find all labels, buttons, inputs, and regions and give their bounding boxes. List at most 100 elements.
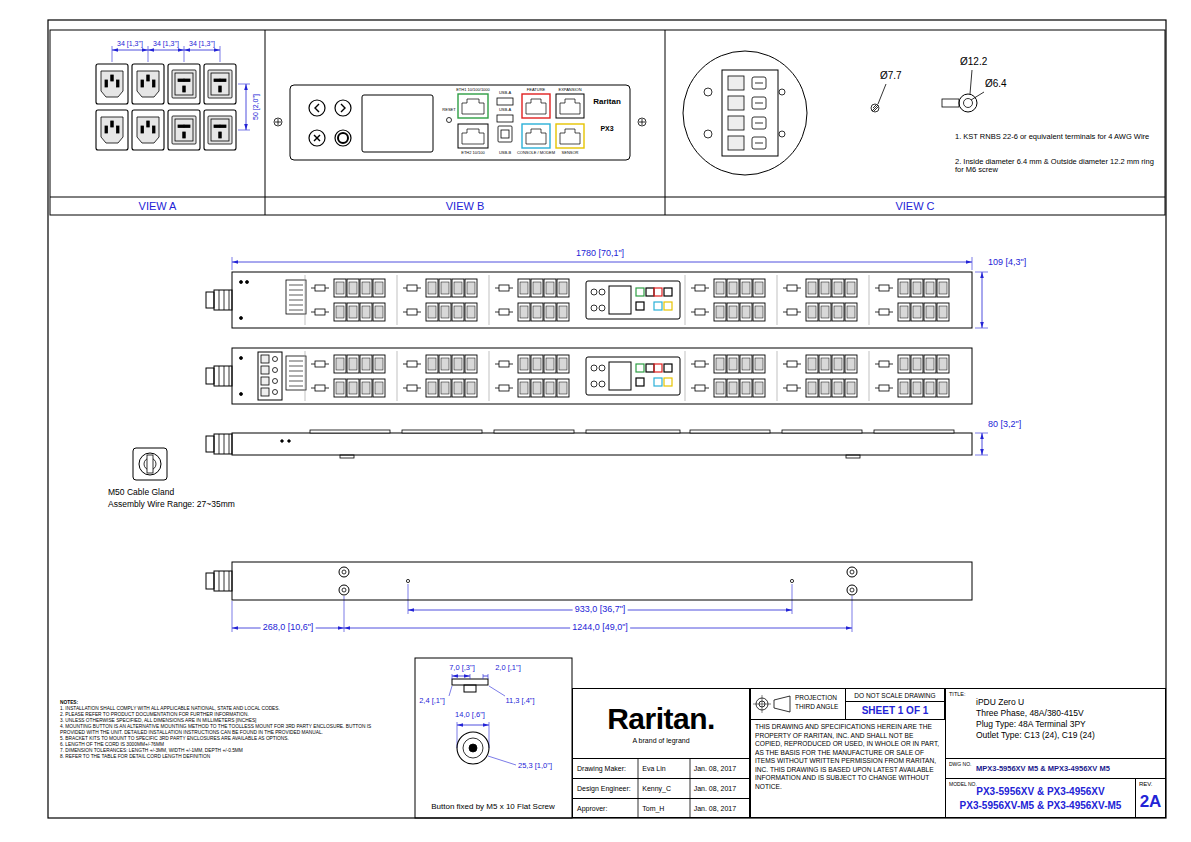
pdu-front-view: [219, 290, 220, 310]
pdu-front-view: [591, 289, 597, 295]
pdu-side-view: [782, 430, 862, 433]
pdu-front-view: [334, 303, 346, 321]
pdu-front-view: [727, 303, 739, 321]
terminal-detail: [959, 94, 977, 112]
pdu-front-view: [911, 279, 923, 297]
pdu-front-view: [334, 279, 346, 297]
pdu-front-view: [591, 305, 597, 311]
outlet-view: [178, 48, 184, 52]
outlet-view: [141, 80, 144, 87]
outlet-view: [220, 79, 226, 82]
dimension-label: Ø12.2: [960, 56, 987, 67]
control-panel: [335, 130, 351, 146]
pdu-front-view: [441, 306, 449, 318]
pdu-front-view: [347, 279, 359, 297]
dimension-label: 11,3 [,4"]: [505, 697, 534, 705]
dimension: [980, 272, 984, 278]
pdu-front-view: [808, 282, 816, 294]
pdu-front-view: [495, 388, 499, 389]
pdu-front-view: [664, 302, 672, 310]
pdu-front-view: [315, 385, 325, 391]
outlet-view: [204, 64, 236, 104]
pdu-front-view: [441, 282, 449, 294]
dimension: [344, 626, 350, 630]
pdu-front-view: [847, 382, 855, 394]
pdu-front-view: [924, 355, 936, 373]
pdu-front-view: [325, 364, 329, 365]
revision-cell: REV.2A: [1135, 778, 1166, 818]
pdu-front-view: [289, 289, 303, 290]
pdu-front-view: [806, 355, 818, 373]
dimension-label: 1244,0 [49,0"]: [570, 623, 630, 633]
pdu-front-view: [520, 382, 528, 394]
pdu-bottom-view: [206, 573, 214, 589]
pdu-side-view: [219, 434, 220, 454]
outlet-view: [96, 110, 128, 150]
pdu-front-view: [695, 361, 705, 367]
pdu-front-view: [397, 351, 398, 401]
pdu-front-view: [787, 361, 797, 367]
drawing-frame: [50, 197, 1165, 198]
pdu-front-view: [797, 364, 801, 365]
outlet-view: [111, 121, 114, 127]
pdu-front-view: [325, 388, 329, 389]
pdu-front-view: [499, 309, 509, 315]
pdu-front-view: [557, 379, 569, 397]
part-label: M50 Cable Gland: [108, 488, 174, 497]
approval-cell: Jan. 08, 2017: [690, 805, 749, 812]
pdu-front-view: [375, 306, 383, 318]
pdu-front-view: [691, 312, 695, 313]
pdu-front-view: [544, 355, 556, 373]
pdu-front-view: [273, 368, 278, 373]
pdu-front-view: [664, 378, 672, 386]
port-label: USB-B: [499, 151, 511, 155]
approval-cell: Tom_H: [638, 805, 689, 812]
pdu-front-view: [347, 303, 359, 321]
pdu-front-view: [559, 382, 567, 394]
revision: REV.: [1139, 781, 1152, 787]
pdu-front-view: [834, 358, 842, 370]
dimension-label: 2,4 [,1"]: [419, 697, 445, 705]
cable-gland-icon: [139, 453, 161, 475]
pdu-front-view: [808, 306, 816, 318]
pdu-front-view: [465, 355, 477, 373]
outlet-view: [172, 70, 196, 98]
drawing-number-cell: DWG NO.MPX3-5956XV M5 & MPX3-4956XV M5: [945, 758, 1166, 779]
pdu-front-view: [531, 355, 543, 373]
outlet-view: [112, 46, 113, 62]
dimension: [846, 626, 852, 630]
pdu-front-view: [206, 368, 214, 384]
pdu-front-view: [452, 379, 464, 397]
pdu-front-view: [246, 281, 249, 284]
pdu-front-view: [654, 364, 662, 372]
approval-row: Drawing Maker:Eva LinJan. 08, 2017: [572, 758, 750, 779]
dimension: [982, 272, 983, 328]
note: 7. DIMENSION TOLERANCES: LENGTH +/-3MM, …: [60, 748, 390, 754]
pdu-front-view: [467, 382, 475, 394]
pdu-front-view: [913, 382, 921, 394]
pdu-bottom-view: [847, 585, 857, 595]
pdu-front-view: [546, 382, 554, 394]
pdu-front-view: [755, 282, 763, 294]
outlet-view: [142, 48, 148, 52]
drawing-frame: [48, 20, 1166, 818]
mounting-button-detail: [470, 674, 471, 679]
view-label: VIEW A: [50, 197, 265, 215]
pdu-front-view: [729, 382, 737, 394]
revision: 2A: [1136, 779, 1165, 810]
logo-cell: Raritan.A brand of legrand: [572, 688, 750, 759]
pdu-front-view: [834, 306, 842, 318]
pdu-front-view: [832, 379, 844, 397]
pdu-front-view: [286, 356, 306, 390]
sheet-number: SHEET 1 OF 1: [862, 705, 929, 716]
pdu-front-view: [808, 382, 816, 394]
pdu-front-view: [705, 388, 709, 389]
pdu-bottom-view: [224, 571, 225, 591]
pdu-front-view: [911, 379, 923, 397]
pdu-front-view: [289, 370, 303, 371]
port-label: USB-A: [499, 108, 511, 112]
control-panel: [315, 104, 319, 112]
pdu-front-view: [229, 366, 230, 386]
drawing-frame: [50, 30, 1165, 215]
pdu-front-view: [599, 365, 605, 371]
